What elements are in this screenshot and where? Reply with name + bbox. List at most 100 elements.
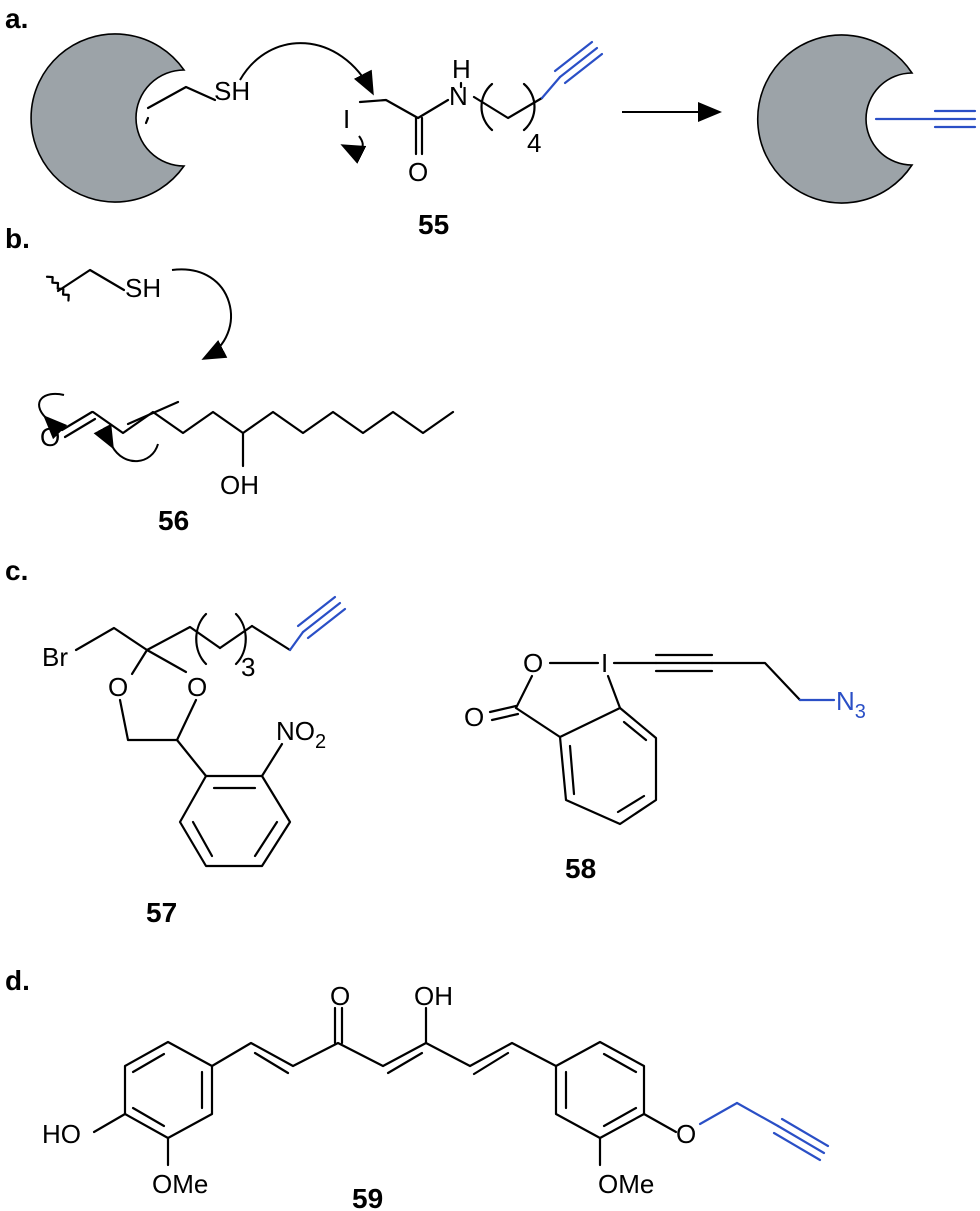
compound-label-58: 58: [565, 853, 596, 884]
propargyl-o-c: [698, 1101, 739, 1126]
ketone-oxygen: O: [330, 981, 350, 1011]
bromomethyl-chain: [74, 625, 222, 652]
compound-label-59: 59: [352, 1183, 383, 1211]
dioxolane-bond-2: [145, 648, 188, 674]
alkyne-57-b: [296, 595, 337, 628]
right-aryl-ring: [554, 1040, 646, 1140]
amide-nitrogen: N: [449, 81, 468, 111]
dienone-db-1: [253, 1051, 290, 1075]
alkyne-59-c: [772, 1131, 822, 1162]
repeat-bracket-left-57: [195, 612, 208, 666]
dienone-db-2: [386, 1051, 424, 1075]
nitrophenyl-ring: [178, 774, 292, 868]
butyl-linker-58: [710, 661, 802, 702]
benz-inner-3: [568, 744, 576, 796]
lactone-co-b: [490, 712, 520, 722]
methoxy-right: OMe: [598, 1169, 654, 1199]
panel-label-d: d.: [5, 965, 30, 996]
alkyl-chain-55: [472, 95, 544, 120]
iodane-oxygen: O: [523, 648, 543, 678]
propargyl-bond-57: [250, 624, 292, 652]
alkyne-57-a: [301, 601, 342, 634]
protein-shape-left: [30, 33, 186, 203]
repeat-count-4: 4: [527, 128, 541, 158]
wavy-attachment-bond: [45, 275, 70, 302]
compound-label-56: 56: [158, 505, 189, 536]
aldehyde-co-a: [60, 410, 94, 432]
aldehyde-oxygen: O: [40, 422, 60, 452]
enol-hydroxyl: OH: [414, 981, 453, 1011]
alkyne-linker-55: [540, 75, 562, 100]
propargyl-c-c: [735, 1101, 780, 1128]
iodoacetamide-backbone: [358, 98, 450, 120]
dioxolane-bond-1: [130, 648, 149, 676]
iodo-label: I: [343, 104, 350, 134]
benz-inner-1: [622, 720, 648, 742]
alkyne-linker-57: [288, 630, 305, 652]
lactone-ring-bond: [514, 706, 562, 739]
pocket-bond: [144, 116, 150, 125]
chain-to-alkyne: [218, 624, 254, 650]
left-aryl-inner-3: [131, 1106, 166, 1128]
thiol-label-a: SH: [214, 76, 250, 106]
dioxolane-ring: [118, 698, 198, 742]
dioxolane-oxygen-left: O: [108, 672, 128, 702]
amide-hydrogen: H: [452, 54, 471, 84]
phenol-bond: [92, 1112, 127, 1134]
benziodoxolone-ring: [558, 706, 658, 826]
enolate-arrow-left: [38, 392, 68, 440]
carbonyl-oxygen-55: O: [408, 157, 428, 187]
hne-double-bond: [126, 400, 180, 426]
right-aryl-inner-3: [602, 1106, 638, 1128]
nitro-group: NO2: [276, 716, 326, 753]
repeat-bracket-left: [480, 82, 494, 132]
aldehyde-co-b: [63, 417, 97, 439]
protein-shape-right: [756, 34, 914, 204]
aryl-inner-3: [191, 820, 214, 858]
hydroxyl-label-56: OH: [220, 470, 259, 500]
repeat-count-3: 3: [241, 652, 255, 682]
aryl-inner-2: [253, 820, 279, 858]
lactone-co-a: [488, 704, 518, 714]
right-aryl-inner-1: [602, 1052, 638, 1074]
panel-label-c: c.: [5, 555, 28, 586]
dienone-db-3: [472, 1051, 510, 1076]
dienone-chain: [210, 1041, 558, 1068]
alkyne-59-a: [776, 1124, 826, 1155]
enolate-arrow-bottom: [93, 423, 159, 463]
lactone-o-c: [514, 674, 534, 710]
repeat-bracket-right-57: [234, 612, 247, 666]
azide-group: N3: [836, 686, 866, 723]
iodane-iodine: I: [601, 648, 608, 678]
cysteine-side-chain: [146, 85, 217, 110]
nitro-bond: [260, 742, 284, 778]
thiol-label-b: SH: [125, 273, 161, 303]
repeat-bracket-right: [522, 82, 536, 132]
compound-label-57: 57: [146, 897, 177, 928]
alkyne-55-a: [558, 46, 599, 79]
aryl-link: [175, 738, 208, 778]
bromo-label: Br: [42, 642, 68, 672]
dioxolane-oxygen-right: O: [187, 672, 207, 702]
compound-label-55: 55: [418, 209, 449, 240]
lactone-carbonyl-oxygen: O: [464, 702, 484, 732]
alkyne-55-c: [563, 52, 604, 85]
panel-label-a: a.: [5, 3, 28, 34]
michael-attack-arrow: [171, 268, 232, 360]
panel-label-b: b.: [5, 223, 30, 254]
methoxy-left: OMe: [152, 1169, 208, 1199]
ether-oxygen: O: [676, 1119, 696, 1149]
propargyl-ether-bond: [642, 1112, 678, 1134]
benz-inner-2: [616, 794, 646, 814]
phenol-oh: HO: [42, 1119, 81, 1149]
nucleophilic-attack-arrow: [239, 42, 374, 96]
left-aryl-ring: [123, 1040, 214, 1140]
i-aryl-bond: [606, 674, 622, 710]
alkyne-59-b: [780, 1117, 830, 1148]
alkyne-55-b: [553, 40, 594, 73]
alkyne-57-c: [306, 607, 347, 640]
cysteine-chain-b: [56, 268, 126, 293]
left-aryl-inner-1: [131, 1052, 166, 1074]
leaving-group-arrow: [340, 135, 367, 164]
